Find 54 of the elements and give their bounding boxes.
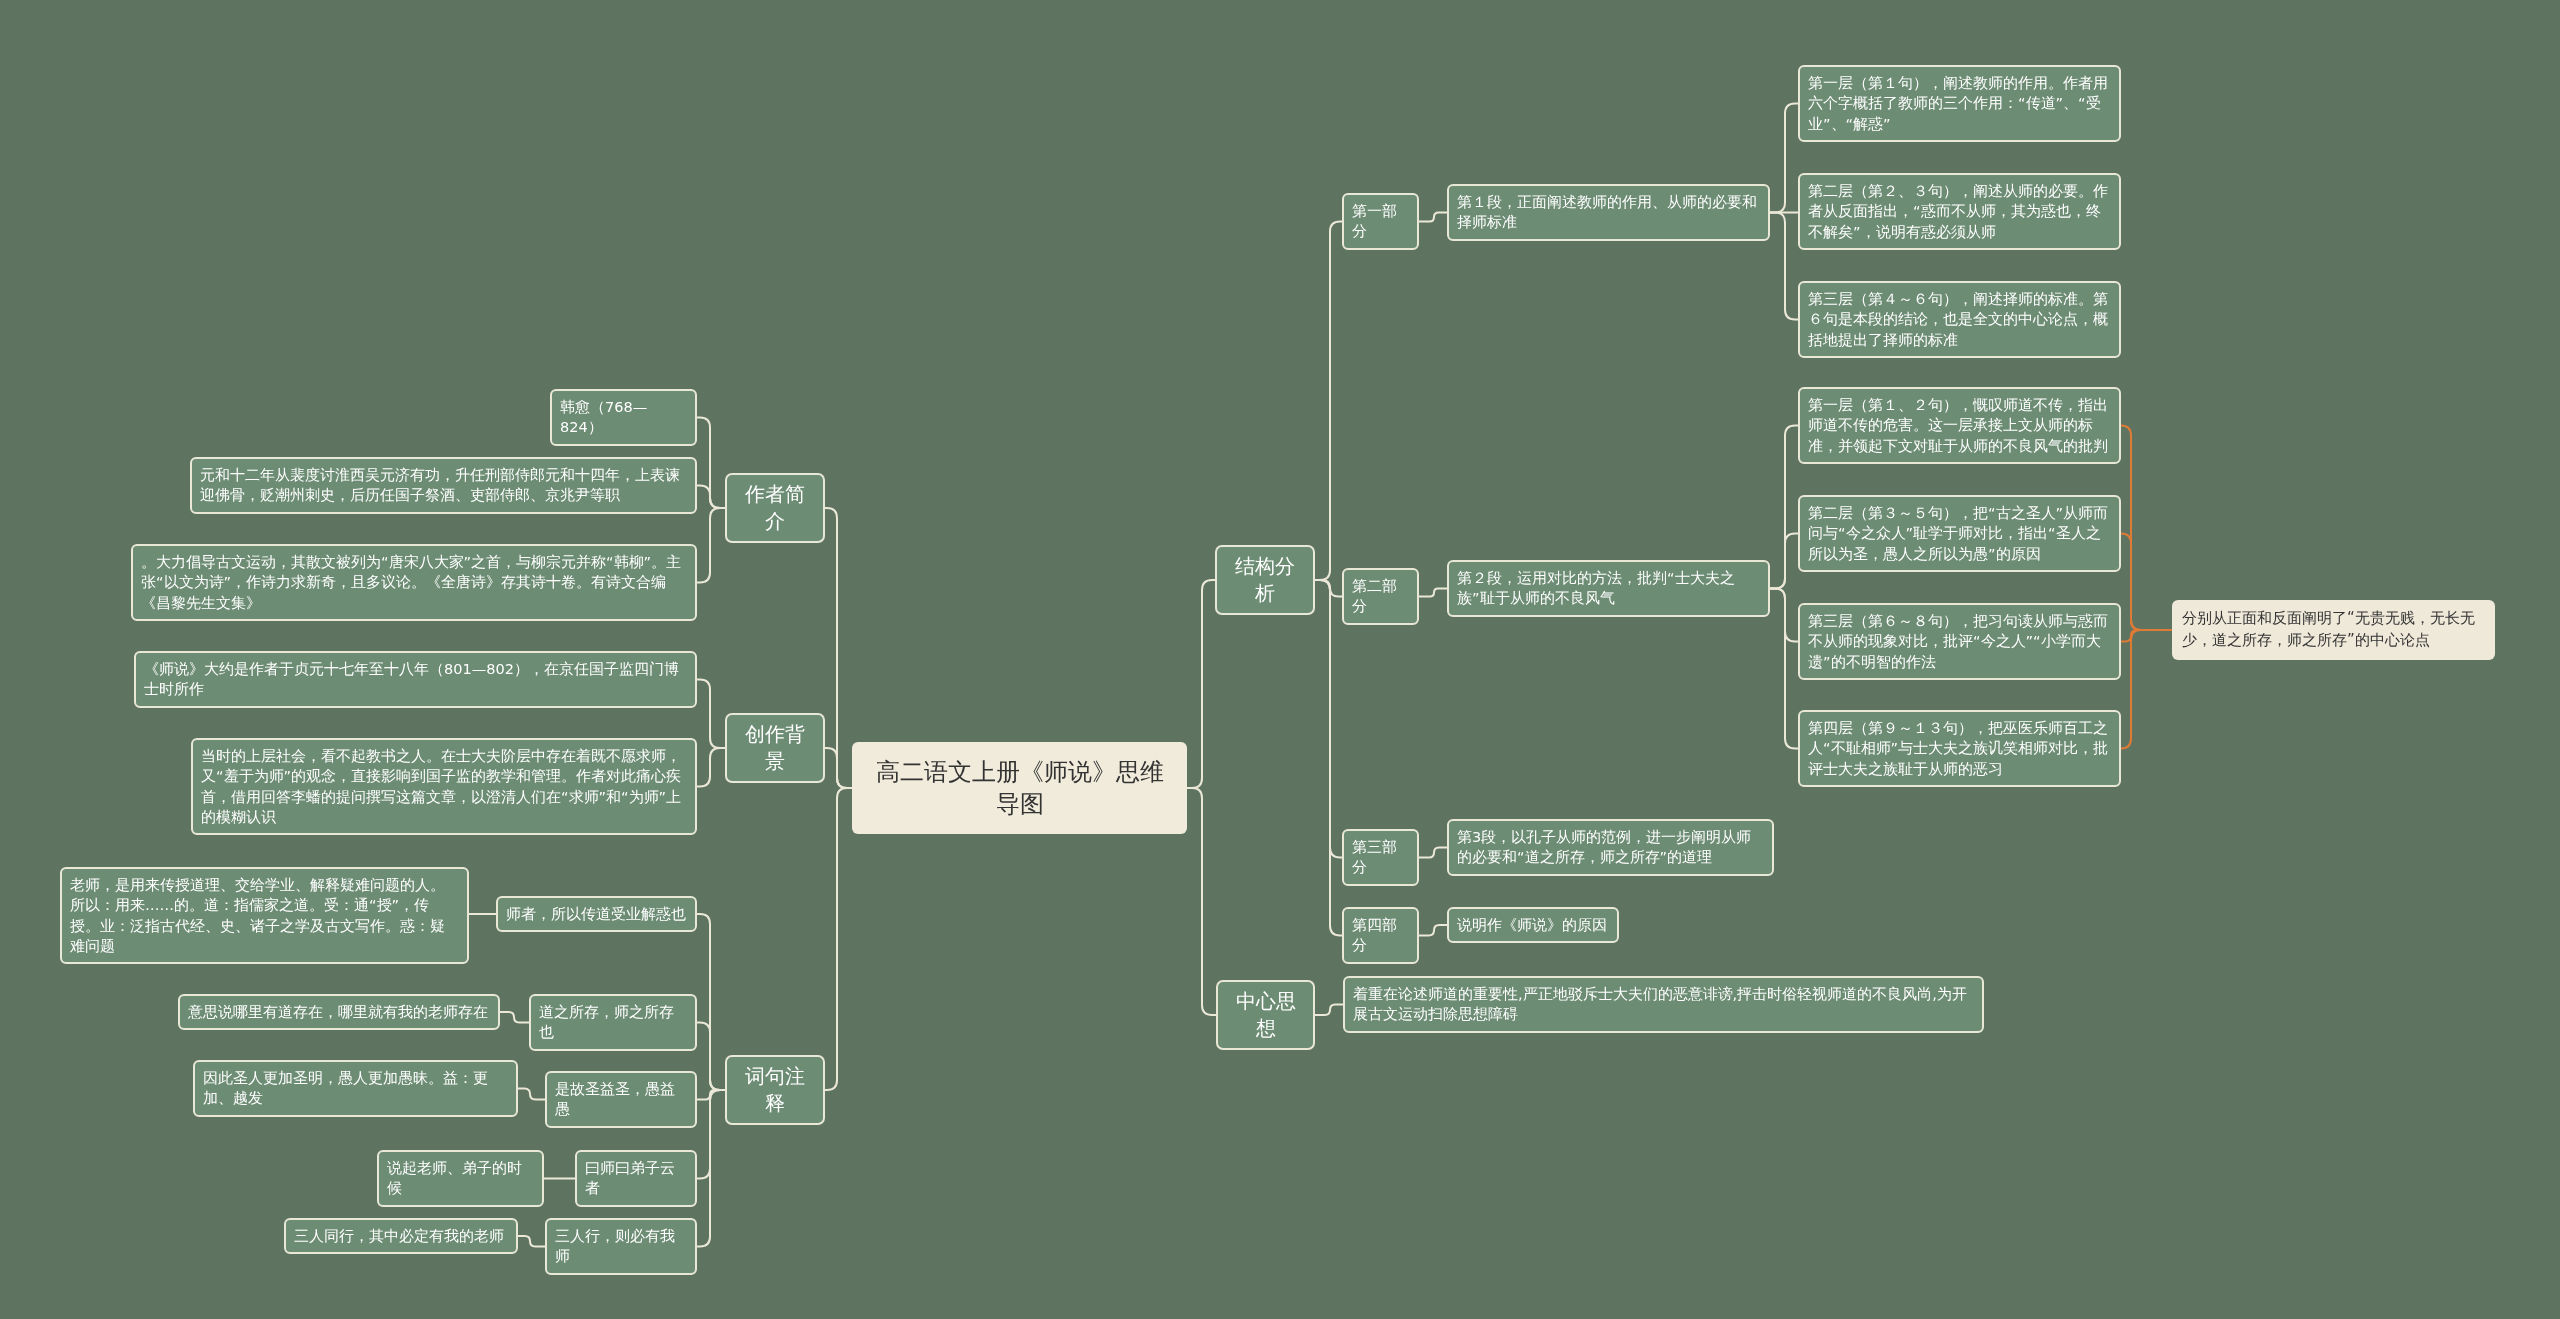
summary-note: 分别从正面和反面阐明了“无贵无贱，无长无少，道之所存，师之所存”的中心论点 — [2172, 600, 2495, 660]
topic-box: 三人同行，其中必定有我的老师 — [284, 1218, 518, 1255]
branch-topic-box: 创作背景 — [725, 713, 825, 783]
topic-box: 曰师曰弟子云者 — [575, 1150, 697, 1207]
topic-box: 第二层（第２、３句），阐述从师的必要。作者从反面指出，“惑而不从师，其为惑也，终不解矣”，说明有惑必须从师 — [1798, 173, 2121, 250]
connector-line — [2120, 629, 2173, 750]
connector-line — [1418, 211, 1448, 223]
topic-box: 第四部分 — [1342, 907, 1419, 964]
topic-box: 是故圣益圣，愚益愚 — [545, 1071, 697, 1128]
topic-box: 第一层（第１句），阐述教师的作用。作者用六个字概括了教师的三个作用：“传道”、“受业”、“解惑” — [1798, 65, 2121, 142]
topic-box: 因此圣人更加圣明，愚人更加愚昧。益：更加、越发 — [193, 1060, 518, 1117]
topic-box: 第二部分 — [1342, 568, 1419, 625]
topic-box: 老师，是用来传授道理、交给学业、解释疑难问题的人。所以：用来……的。道：指儒家之道。受：通“授”，传授。业：泛指古代经、史、诸子之学及古文写作。惑：疑难问题 — [60, 867, 469, 965]
topic-box: 当时的上层社会，看不起教书之人。在士大夫阶层中存在着既不愿求师，又“羞于为师”的观念，直接影响到国子监的教学和管理。作者对此痛心疾首，借用回答李蟠的提问撰写这篇文章，以澄清人们在“求师”和“为师”上的模糊认识 — [191, 738, 697, 836]
connector-line — [1418, 924, 1448, 937]
connector-line — [499, 1011, 530, 1024]
topic-box: 说起老师、弟子的时候 — [377, 1150, 544, 1207]
topic-box: 第3段，以孔子从师的范例，进一步阐明从师的必要和“道之所存，师之所存”的道理 — [1447, 819, 1774, 876]
branch-topic-box: 中心思想 — [1216, 980, 1315, 1050]
topic-box: 第四层（第９～１３句），把巫医乐师百工之人“不耻相师”与士大夫之族讥笑相师对比，批评士大夫之族耻于从师的恶习 — [1798, 710, 2121, 787]
connector-line — [517, 1235, 546, 1248]
topic-box: 师者，所以传道受业解惑也 — [496, 896, 697, 933]
topic-box: 第一层（第１、２句），慨叹师道不传，指出师道不传的危害。这一层承接上文从师的标准，并领起下文对耻于从师的不良风气的批判 — [1798, 387, 2121, 464]
connector-line — [1769, 587, 1799, 750]
topic-box: 第三层（第６～８句），把习句读从师与惑而不从师的现象对比，批评“今之人”“小学而大遗”的不明智的作法 — [1798, 603, 2121, 680]
topic-box: 第一部分 — [1342, 193, 1419, 250]
connector-line — [543, 1177, 576, 1180]
topic-box: 意思说哪里有道存在，哪里就有我的老师存在 — [178, 994, 500, 1031]
topic-box: 着重在论述师道的重要性,严正地驳斥士大夫们的恶意诽谤,抨击时俗轻视师道的不良风尚,为开展古文运动扫除思想障碍 — [1343, 976, 1984, 1033]
topic-box: 韩愈（768—824） — [550, 389, 697, 446]
connector-line — [696, 507, 726, 584]
connector-line — [1314, 1003, 1344, 1016]
connector-line — [468, 913, 497, 915]
topic-box: 。大力倡导古文运动，其散文被列为“唐宋八大家”之首，与柳宗元并称“韩柳”。主张“以文为诗”，作诗力求新奇，且多议论。《全唐诗》存其诗十卷。有诗文合编《昌黎先生文集》 — [131, 544, 697, 621]
topic-box: 元和十二年从裴度讨淮西吴元济有功，升任刑部侍郎元和十四年，上表谏迎佛骨，贬潮州刺史，后历任国子祭酒、吏部侍郎、京兆尹等职 — [190, 457, 697, 514]
branch-topic-box: 词句注释 — [725, 1055, 825, 1125]
connector-line — [1418, 846, 1448, 859]
branch-topic-box: 作者简介 — [725, 473, 825, 543]
connector-line — [517, 1087, 546, 1101]
topic-box: 三人行，则必有我师 — [545, 1218, 697, 1275]
connector-line — [1418, 587, 1448, 598]
connector-line — [1186, 787, 1217, 1016]
topic-box: 第２段，运用对比的方法，批判“士大夫之族”耻于从师的不良风气 — [1447, 560, 1770, 617]
connector-line — [696, 747, 726, 788]
topic-box: 第三部分 — [1342, 829, 1419, 886]
central-topic-box: 高二语文上册《师说》思维导图 — [852, 742, 1187, 834]
topic-box: 第二层（第３～５句），把“古之圣人”从师而问与“今之众人”耻学于师对比，指出“圣人之所以为圣，愚人之所以为愚”的原因 — [1798, 495, 2121, 572]
topic-box: 第三层（第４～６句），阐述择师的标准。第６句是本段的结论，也是全文的中心论点，概括地提出了择师的标准 — [1798, 281, 2121, 358]
topic-box: 说明作《师说》的原因 — [1447, 907, 1619, 944]
connector-line — [1769, 211, 1799, 321]
topic-box: 道之所存，师之所存也 — [529, 994, 697, 1051]
branch-topic-box: 结构分析 — [1215, 545, 1315, 615]
topic-box: 《师说》大约是作者于贞元十七年至十八年（801—802），在京任国子监四门博士时所作 — [134, 651, 697, 708]
topic-box: 第１段，正面阐述教师的作用、从师的必要和择师标准 — [1447, 184, 1770, 241]
